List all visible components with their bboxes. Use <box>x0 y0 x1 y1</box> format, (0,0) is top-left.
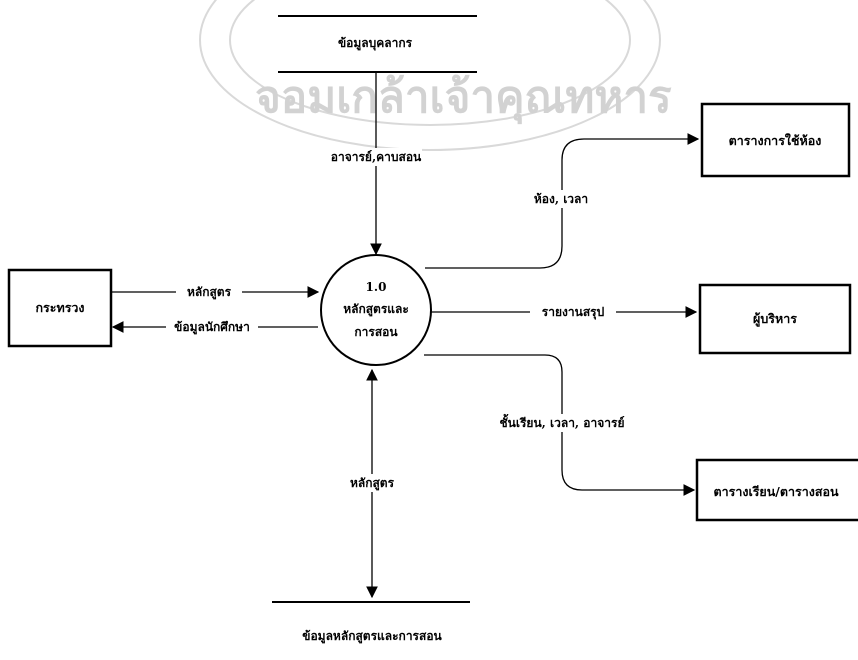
flow-curriculum-store: หลักสูตร <box>336 368 408 599</box>
entity-executive: ผู้บริหาร <box>698 283 852 355</box>
flow-teacher-period: อาจารย์,คาบสอน <box>330 72 422 256</box>
entity-class-schedule-label: ตารางเรียน/ตารางสอน <box>713 484 839 499</box>
flow-student-data-label: ข้อมูลนักศึกษา <box>174 320 250 335</box>
process-name-line2: การสอน <box>354 325 398 339</box>
entity-executive-label: ผู้บริหาร <box>753 311 797 327</box>
process-name-line1: หลักสูตรและ <box>343 302 409 317</box>
flow-summary-report-label: รายงานสรุป <box>542 305 605 320</box>
flow-teacher-period-label: อาจารย์,คาบสอน <box>331 150 422 164</box>
flow-curriculum-in: หลักสูตร <box>111 284 320 300</box>
entity-room-schedule: ตารางการใช้ห้อง <box>700 102 851 178</box>
flow-curriculum-store-label: หลักสูตร <box>350 476 395 491</box>
flow-class-time-teacher: ชั้นเรียน, เวลา, อาจารย์ <box>424 354 696 496</box>
datastore-personnel-label: ข้อมูลบุคลากร <box>338 36 413 51</box>
entity-room-schedule-label: ตารางการใช้ห้อง <box>729 133 822 148</box>
process-1: 1.0 หลักสูตรและ การสอน <box>320 254 432 366</box>
flow-student-data: ข้อมูลนักศึกษา <box>111 319 318 335</box>
watermark-text: จอมเกล้าเจ้าคุณทหาร <box>255 72 672 125</box>
flow-room-time: ห้อง, เวลา <box>425 133 700 269</box>
entity-class-schedule: ตารางเรียน/ตารางสอน <box>695 458 858 522</box>
flow-curriculum-in-label: หลักสูตร <box>187 285 232 300</box>
datastore-personnel: ข้อมูลบุคลากร <box>278 15 477 73</box>
flow-class-time-teacher-label: ชั้นเรียน, เวลา, อาจารย์ <box>500 413 625 430</box>
flow-summary-report: รายงานสรุป <box>431 304 698 320</box>
entity-ministry-label: กระทรวง <box>35 300 84 315</box>
datastore-curriculum: ข้อมูลหลักสูตรและการสอน <box>272 601 470 644</box>
process-number: 1.0 <box>366 280 387 294</box>
watermark-seal: จอมเกล้าเจ้าคุณทหาร <box>199 0 672 151</box>
entity-ministry: กระทรวง <box>7 268 113 348</box>
datastore-curriculum-label: ข้อมูลหลักสูตรและการสอน <box>302 629 442 644</box>
flow-room-time-label: ห้อง, เวลา <box>534 192 588 206</box>
